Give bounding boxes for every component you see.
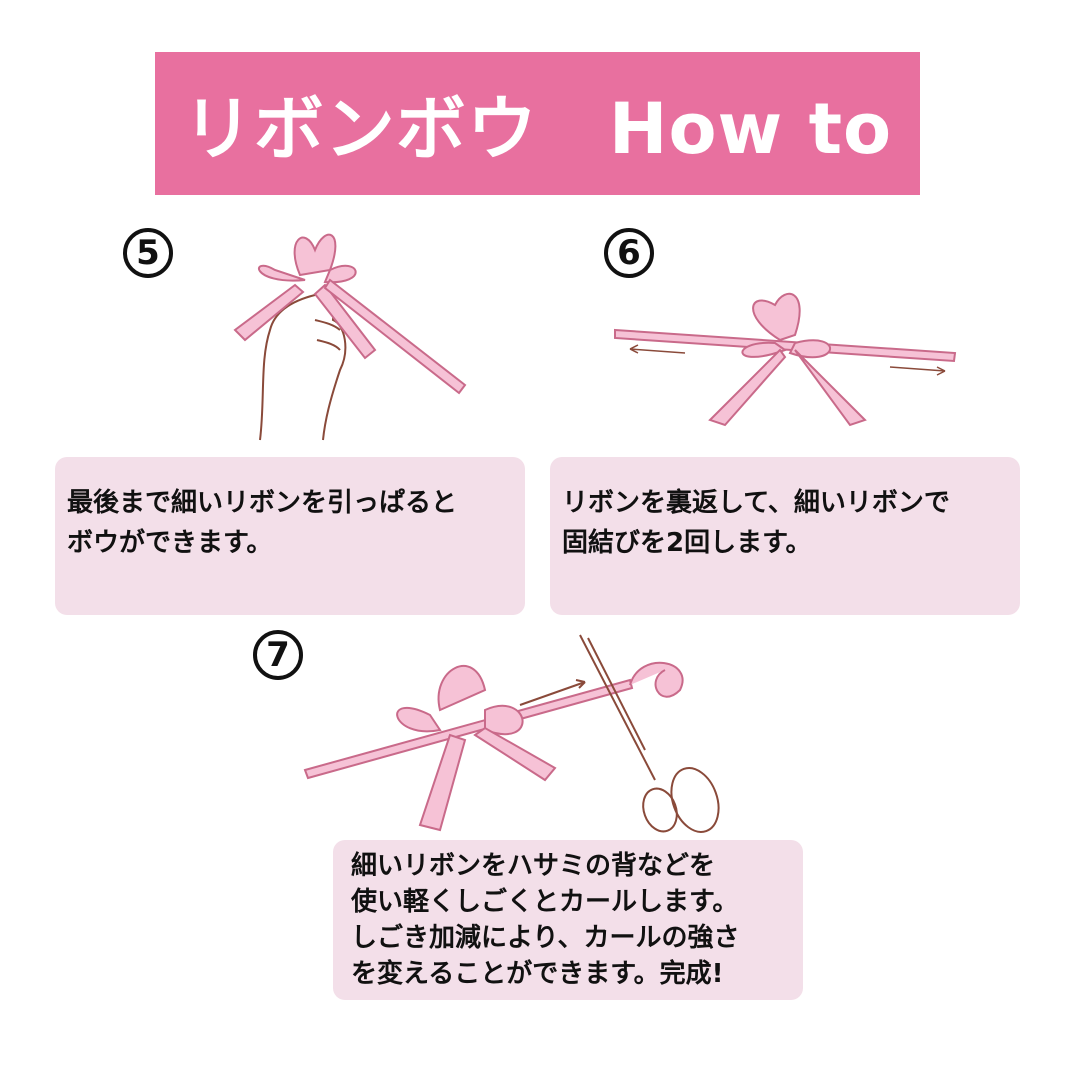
step-5-number: 5 — [123, 228, 173, 278]
step-6-number: 6 — [604, 228, 654, 278]
step-7-number: 7 — [253, 630, 303, 680]
step-6-text: リボンを裏返して、細いリボンで 固結びを2回します。 — [562, 488, 950, 558]
step-7-text: 細いリボンをハサミの背などを 使い軽くしごくとカールします。 しごき加減により、… — [351, 851, 740, 989]
title-banner: リボンボウ How to — [155, 52, 920, 195]
step-5-text: 最後まで細いリボンを引っぱると ボウができます。 — [67, 488, 458, 558]
step-6-instruction-box: リボンを裏返して、細いリボンで 固結びを2回します。 — [550, 457, 1020, 615]
step-7-curling-with-scissors-illustration — [303, 634, 720, 833]
step-6-bow-knot-illustration — [614, 292, 957, 427]
step-7-instruction-box: 細いリボンをハサミの背などを 使い軽くしごくとカールします。 しごき加減により、… — [333, 840, 803, 1000]
step-5-instruction-box: 最後まで細いリボンを引っぱると ボウができます。 — [55, 457, 525, 615]
step-5-hand-pulling-ribbon-illustration — [233, 233, 467, 441]
page-title: リボンボウ How to — [182, 88, 893, 170]
